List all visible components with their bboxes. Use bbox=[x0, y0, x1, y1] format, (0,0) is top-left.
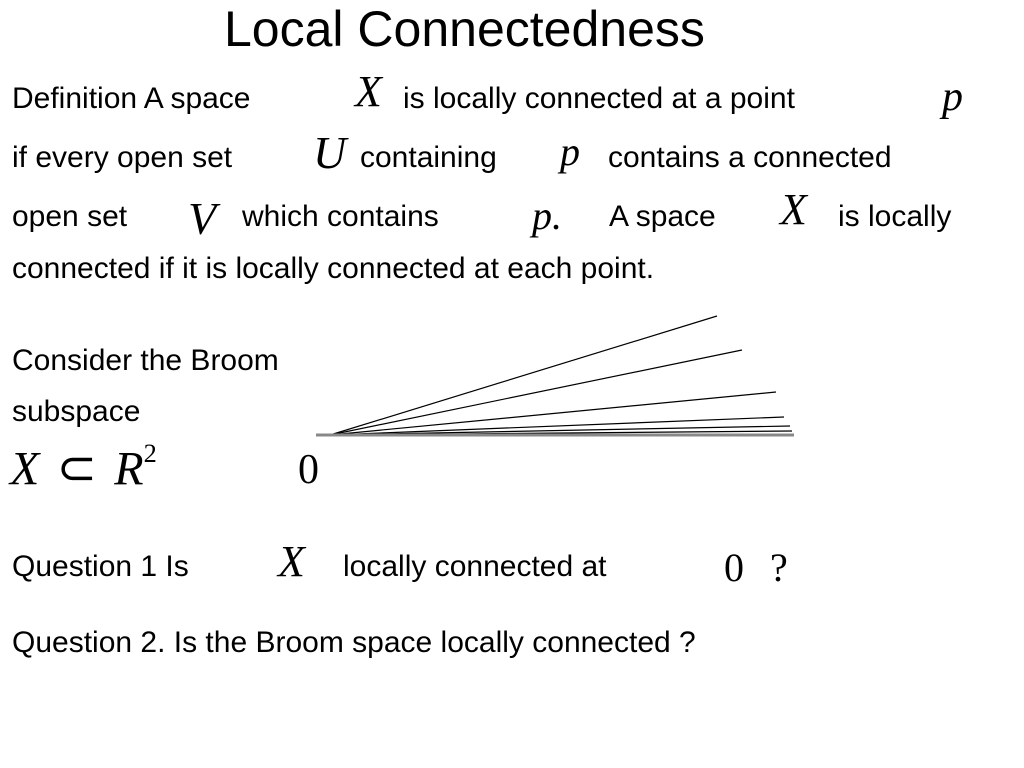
var-p-2: p bbox=[560, 129, 580, 174]
var-x-2: X bbox=[780, 185, 807, 234]
var-p: p bbox=[942, 74, 963, 120]
definition-text-2: if every open set bbox=[12, 141, 233, 174]
question-1-text: locally connected at bbox=[343, 550, 607, 583]
broom-line-3 bbox=[329, 391, 777, 436]
definition-text-7: A space bbox=[609, 200, 716, 233]
broom-math: X ⊂ R2 bbox=[10, 440, 157, 493]
broom-line-1 bbox=[329, 315, 718, 436]
question-1-qmark: ? bbox=[770, 545, 788, 590]
var-p-3: p. bbox=[532, 193, 562, 238]
definition-text-4: contains a connected bbox=[608, 141, 892, 174]
broom-text-2: subspace bbox=[12, 395, 141, 428]
slide-title: Local Connectedness bbox=[224, 1, 705, 57]
definition-text-8: is locally bbox=[838, 200, 952, 233]
var-u: U bbox=[313, 127, 347, 178]
definition-text-6: which contains bbox=[242, 200, 439, 233]
question-1-var-x: X bbox=[278, 537, 305, 586]
broom-line-4 bbox=[329, 416, 785, 436]
subset-symbol: ⊂ bbox=[56, 442, 97, 496]
math-exponent: 2 bbox=[143, 438, 157, 468]
origin-label: 0 bbox=[298, 447, 319, 493]
broom-line-2 bbox=[329, 349, 743, 436]
math-r: R bbox=[114, 442, 144, 496]
math-x: X bbox=[10, 442, 40, 496]
definition-label: Definition A space bbox=[12, 82, 251, 115]
definition-text-3: containing bbox=[360, 141, 497, 174]
var-v: V bbox=[188, 193, 217, 244]
broom-text-1: Consider the Broom bbox=[12, 344, 279, 377]
question-1-label: Question 1 Is bbox=[12, 550, 189, 583]
definition-text-5: open set bbox=[12, 200, 128, 233]
definition-text-1: is locally connected at a point bbox=[403, 82, 795, 115]
question-2: Question 2. Is the Broom space locally c… bbox=[12, 626, 696, 659]
var-x: X bbox=[355, 67, 382, 116]
definition-text-9: connected if it is locally connected at … bbox=[12, 252, 655, 285]
question-1-point: 0 bbox=[724, 545, 744, 590]
